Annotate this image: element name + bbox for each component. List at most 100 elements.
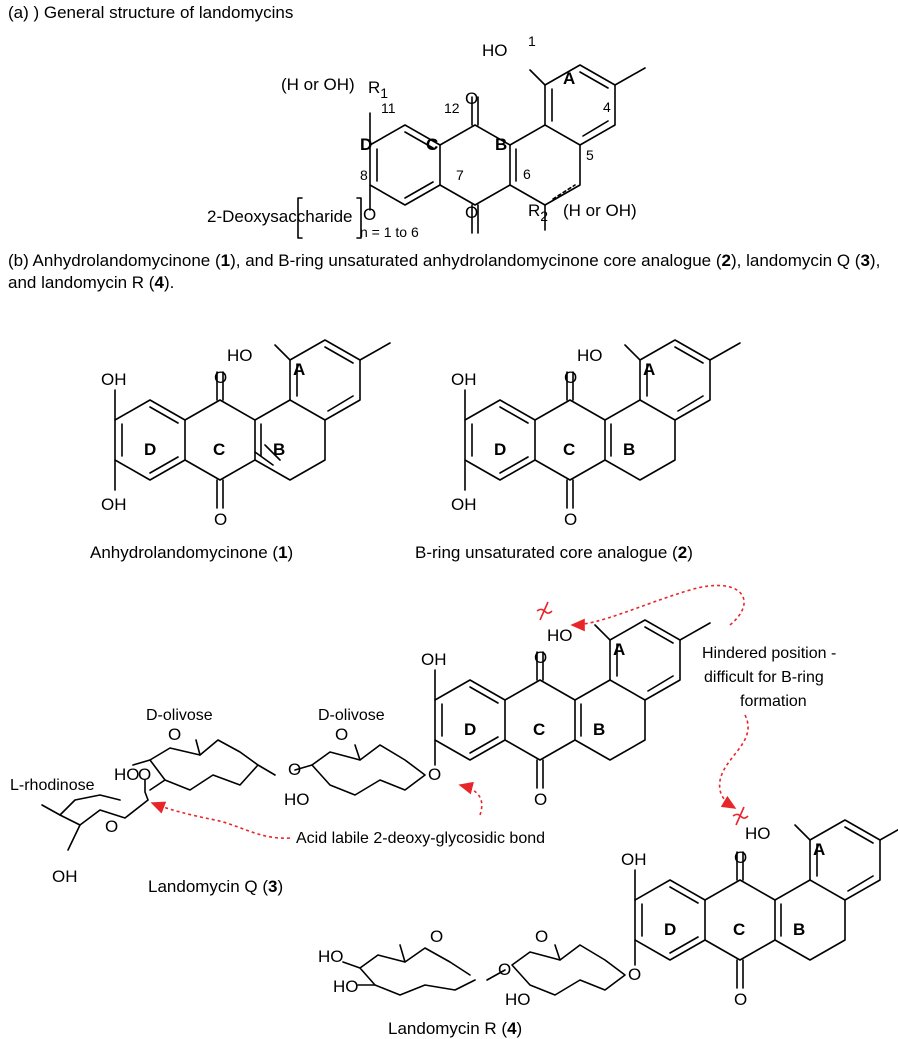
compound1-ring-b: B — [273, 440, 285, 459]
general-o-bottom: O — [465, 203, 478, 222]
caption-b-part: ), and B-ring unsaturated anhydrolandomy… — [230, 251, 722, 270]
arrow-hindered-r — [718, 714, 749, 809]
ring-d-label: D — [360, 135, 372, 154]
compound1-skeleton — [114, 339, 391, 509]
caption-b-num: 4 — [154, 273, 164, 292]
compound1-ho: HO — [227, 346, 253, 365]
note-acid-labile: Acid labile 2-deoxy-glycosidic bond — [296, 830, 545, 847]
caption-b-num: 3 — [860, 251, 870, 270]
landomycin-q-ho-2: HO — [114, 765, 140, 784]
landomycin-r-sugars — [342, 944, 626, 996]
landomycin-q-o-link: O — [428, 765, 441, 784]
locant-11: 11 — [381, 100, 396, 116]
landomycin-q-ho-1: HO — [284, 790, 310, 809]
landomycin-q-oh: OH — [421, 650, 447, 669]
landomycin-q-o-bottom: O — [534, 790, 547, 809]
landomycin-q-oh-rhod: OH — [52, 867, 78, 886]
landomycin-q-ring-a: A — [613, 640, 625, 659]
caption-b-part: (b) Anhydrolandomycinone ( — [8, 251, 221, 270]
general-o-link: O — [363, 205, 376, 224]
landomycin-q-label: Landomycin Q (3) — [148, 877, 283, 896]
compound2-label: B-ring unsaturated core analogue (2) — [415, 543, 693, 562]
landomycin-r-ho: HO — [745, 824, 771, 843]
general-sugar: 2-Deoxysaccharide — [207, 207, 353, 226]
landomycin-q-o-ring2: O — [168, 725, 181, 744]
caption-b-num: 1 — [220, 251, 231, 270]
compound1-label: Anhydrolandomycinone (1) — [90, 543, 293, 562]
general-r2-note: (H or OH) — [563, 201, 637, 220]
landomycin-q-o-top: O — [534, 648, 547, 667]
sugar-label-olivose-2: D-olivose — [318, 707, 385, 724]
compound2-ring-a: A — [643, 360, 655, 379]
sugar-bracket — [297, 197, 362, 239]
compound2-o-top: O — [564, 368, 577, 387]
caption-b-part: ), landomycin Q ( — [731, 251, 861, 270]
general-o-top: O — [465, 89, 478, 108]
caption-a-text: (a) ) General structure of landomycins — [8, 3, 294, 22]
general-r2: R2 — [528, 201, 548, 224]
compound1-ring-c: C — [213, 440, 225, 459]
landomycin-r-ring-d: D — [664, 920, 676, 939]
landomycin-r-label: Landomycin R (4) — [388, 1019, 522, 1038]
compound2-ring-c: C — [563, 440, 575, 459]
compound1-ring-d: D — [144, 440, 156, 459]
compound1-oh-bottom: OH — [101, 495, 127, 514]
caption-b-part: ). — [163, 273, 175, 292]
landomycin-r-oh: OH — [621, 850, 647, 869]
landomycin-q-o-ring3: O — [105, 817, 118, 836]
note-hindered-line3: formation — [740, 693, 807, 710]
note-hindered-line2: difficult for B-ring — [704, 669, 824, 686]
landomycin-r-o-ring1: O — [535, 927, 548, 946]
arrow-hindered-q — [570, 584, 745, 632]
landomycin-q-o-ring1: O — [335, 725, 348, 744]
locant-5: 5 — [586, 147, 594, 163]
compound2-o-bottom: O — [564, 510, 577, 529]
compound2-ho: HO — [577, 346, 603, 365]
sugar-label-rhodinose: L-rhodinose — [10, 777, 95, 794]
landomycin-r-o-bottom: O — [734, 990, 747, 1009]
arrow-acid-1 — [150, 801, 291, 839]
locant-7: 7 — [456, 167, 464, 183]
compound1-o-bottom: O — [214, 510, 227, 529]
locant-12: 12 — [444, 100, 460, 116]
compound2-ring-b: B — [623, 440, 635, 459]
landomycin-r-o-ring2: O — [430, 927, 443, 946]
landomycin-r-ring-a: A — [813, 840, 825, 859]
landomycin-r-ho-1: HO — [505, 990, 531, 1009]
landomycin-r-o-link: O — [628, 965, 641, 984]
landomycin-q-ring-b: B — [593, 720, 605, 739]
compound2-ring-d: D — [494, 440, 506, 459]
landomycin-q-o-glyco1: O — [288, 760, 301, 779]
caption-b-num: 2 — [721, 251, 731, 270]
note-hindered-line1: Hindered position - — [702, 645, 836, 662]
landomycin-r-ring-c: C — [733, 920, 745, 939]
compound1-oh-top: OH — [101, 370, 127, 389]
locant-4: 4 — [603, 99, 611, 115]
compound1-substituents — [114, 389, 281, 491]
general-ho: HO — [482, 41, 508, 60]
landomycin-q-ring-d: D — [464, 720, 476, 739]
compound2-oh-top: OH — [451, 370, 477, 389]
ring-b-label: B — [495, 135, 507, 154]
arrow-acid-2 — [458, 781, 483, 816]
general-r1-note: (H or OH) — [281, 75, 355, 94]
ring-a-label: A — [563, 69, 575, 88]
general-r1: R1 — [368, 78, 388, 101]
landomycin-r-ho-3: HO — [333, 977, 359, 996]
compound1-ring-a: A — [293, 360, 305, 379]
locant-6: 6 — [523, 166, 531, 182]
caption-b-part: ), and landomycin R ( — [8, 251, 881, 292]
locant-1: 1 — [528, 33, 536, 49]
caption-a: (a) ) General structure of landomycins — [8, 2, 293, 24]
landomycin-q-ring-c: C — [533, 720, 545, 739]
compound2-oh-bottom: OH — [451, 495, 477, 514]
landomycin-r-o-glyco: O — [498, 960, 511, 979]
sugar-label-olivose-1: D-olivose — [146, 707, 213, 724]
ring-c-label: C — [426, 135, 438, 154]
compound1-o-top: O — [214, 368, 227, 387]
landomycin-q-o-link2: O — [138, 765, 151, 784]
landomycin-q-sugars — [41, 739, 426, 851]
hindrance-mark-q — [536, 601, 553, 621]
landomycin-r-aglycone — [634, 819, 898, 989]
